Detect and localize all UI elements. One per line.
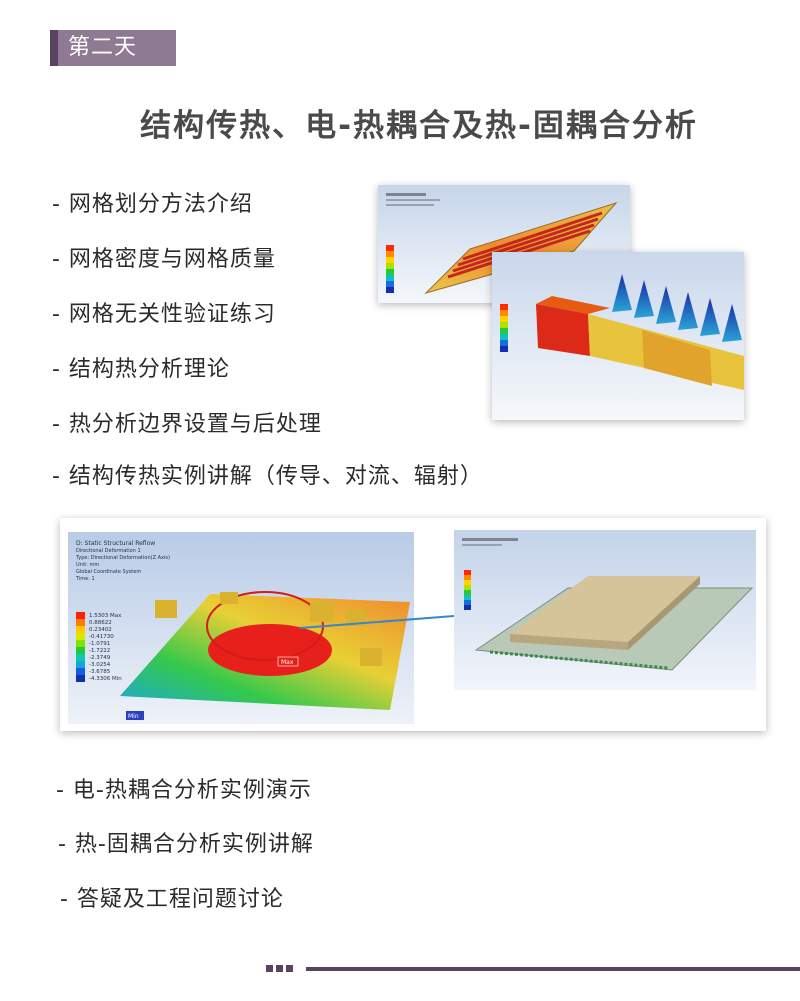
footer-decoration: [266, 964, 800, 974]
topic-item: - 热分析边界设置与后处理: [52, 412, 322, 437]
legend-value: -1.0791: [89, 641, 110, 647]
max-marker-label: Max: [281, 659, 294, 666]
topic-item: - 热-固耦合分析实例讲解: [58, 832, 314, 857]
legend-value: -3.6785: [89, 669, 111, 675]
legend-value: -3.0254: [89, 662, 111, 668]
footer-rule: [306, 967, 800, 971]
footer-dot: [276, 965, 283, 972]
fem-header-line: Type: Directional Deformation(Z Axis): [75, 555, 170, 561]
day-tag: 第二天: [50, 30, 176, 66]
legend-value: -1.7222: [89, 648, 110, 654]
min-marker-label: Min: [128, 713, 139, 720]
legend-value: 1.5303 Max: [89, 613, 122, 619]
legend-value: 0.23402: [89, 627, 112, 633]
legend-value: -2.3749: [89, 655, 111, 661]
fem-header-line: Global Coordinate System: [76, 569, 141, 575]
fem-header-line: D: Static Structural Reflow: [76, 540, 155, 547]
legend-value: 0.88622: [89, 620, 112, 626]
legend-value: -0.41730: [89, 634, 114, 640]
fem-header-line: Unit: mm: [76, 562, 99, 568]
fem-header-line: Directional Deformation 1: [76, 548, 141, 554]
topic-item: - 网格划分方法介绍: [52, 192, 253, 217]
topic-item: - 结构热分析理论: [52, 357, 230, 382]
topic-item: - 网格密度与网格质量: [52, 247, 276, 272]
fem-deformation-figure: D: Static Structural Reflow Directional …: [60, 518, 766, 731]
topic-item: - 答疑及工程问题讨论: [60, 887, 284, 912]
topic-item: - 网格无关性验证练习: [52, 302, 276, 327]
heat-sink-image: [492, 252, 744, 420]
fem-header-line: Time: 1: [75, 576, 95, 582]
footer-dot: [286, 965, 293, 972]
page-title: 结构传热、电-热耦合及热-固耦合分析: [140, 108, 698, 144]
topic-item: - 结构传热实例讲解（传导、对流、辐射）: [52, 464, 483, 489]
thermal-plate-image: [378, 185, 630, 303]
legend-value: -4.3306 Min: [89, 676, 122, 682]
footer-dot: [266, 965, 273, 972]
topic-item: - 电-热耦合分析实例演示: [56, 778, 312, 803]
